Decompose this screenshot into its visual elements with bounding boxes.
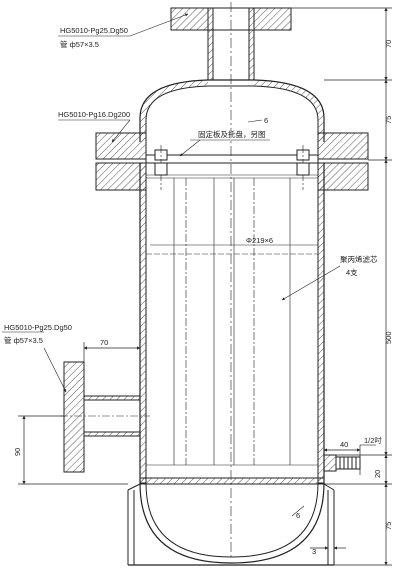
bottom-head — [139, 477, 325, 564]
dim-skirt-thickness: 3 — [312, 547, 316, 556]
dim-top-pipe-height: 70 — [384, 40, 393, 48]
leader-lines — [2, 13, 376, 517]
drain-fitting — [323, 454, 361, 472]
filter-element-label: 聚丙烯滤芯 — [340, 254, 378, 264]
lower-body-flange — [95, 162, 369, 191]
dim-drain-offset: 20 — [373, 470, 382, 478]
dim-head-height: 75 — [384, 116, 393, 124]
dim-drain-pipe-length: 40 — [340, 440, 348, 449]
dim-head-thickness-top: 6 — [264, 116, 268, 125]
filter-qty-label: 4支 — [346, 267, 358, 277]
inlet-flange — [60, 361, 150, 473]
body-flange-label: HG5010-Pg16.Dg200 — [58, 110, 130, 119]
upper-body-flange — [95, 132, 369, 190]
support-skirt — [127, 483, 335, 566]
shell — [139, 162, 325, 484]
thread-label: 1/2吋 — [364, 435, 382, 445]
shell-diameter-label: Φ219×6 — [246, 236, 273, 245]
dim-shell-length: 500 — [384, 331, 393, 344]
dim-inlet-height: 90 — [13, 448, 22, 456]
filter-elements — [146, 174, 318, 466]
dim-head-thickness-bottom: 6 — [296, 511, 300, 520]
dim-inlet-pipe-length: 70 — [100, 338, 108, 347]
outlet-flange-label: HG5010-Pg25.Dg50 — [60, 26, 128, 35]
top-outlet-flange — [170, 7, 292, 31]
inlet-pipe-label: 管 ф57×3.5 — [4, 335, 43, 345]
left-dimension-lines — [18, 342, 141, 485]
right-dimension-lines — [291, 7, 392, 566]
inlet-flange-label: HG5010-Pg25.Dg50 — [4, 323, 72, 332]
outlet-pipe-label: 管 ф57×3.5 — [60, 39, 99, 49]
dim-bottom-head-height: 75 — [384, 522, 393, 530]
fixing-plate-label: 固定板及托盘，另图 — [198, 129, 266, 139]
top-head — [139, 79, 325, 142]
